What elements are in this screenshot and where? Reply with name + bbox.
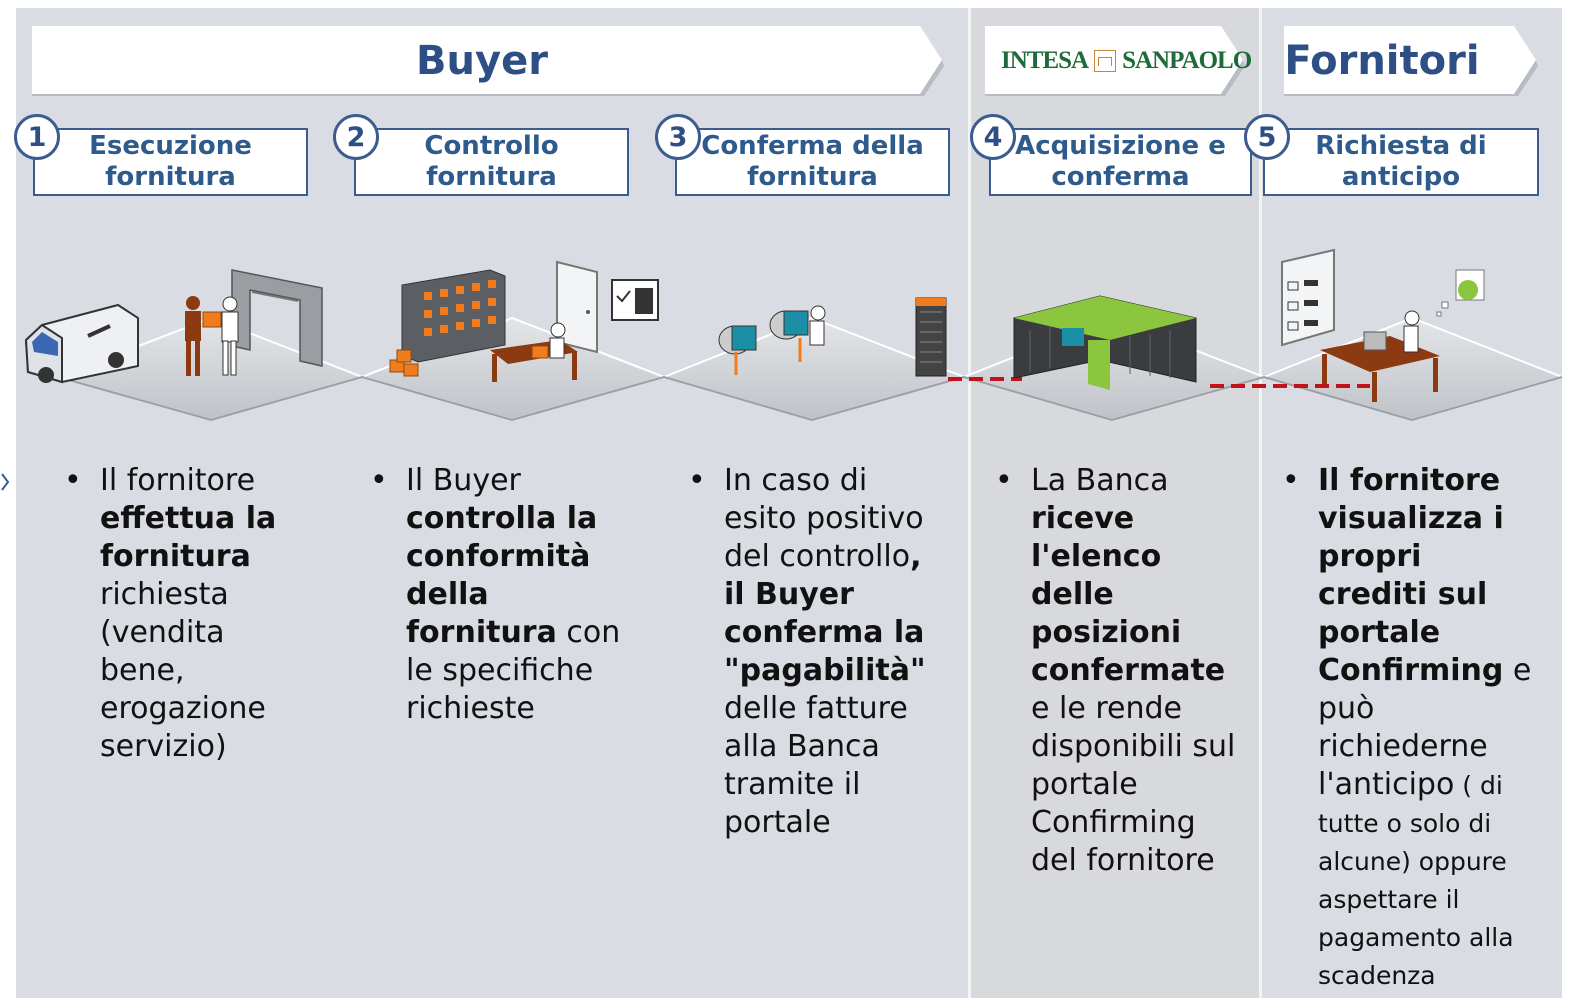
- bank-banner: INTESA SANPAOLO: [985, 26, 1252, 112]
- panel-divider: [968, 8, 971, 998]
- checklist-board-icon: [611, 279, 659, 321]
- step-5-number: 5: [1244, 114, 1290, 160]
- process-illustration: [24, 248, 1566, 422]
- desc-text: e può richiederne l'anticipo: [1318, 653, 1532, 802]
- step-5-box: Richiesta di anticipo: [1263, 128, 1539, 196]
- step-4-number: 4: [970, 114, 1016, 160]
- suppliers-title: Fornitori: [1284, 38, 1480, 84]
- desc-text-small: ( di tutte o solo di alcune) oppure aspe…: [1318, 771, 1514, 990]
- data-center-icon: [1013, 295, 1197, 390]
- bullet: •: [995, 463, 1013, 498]
- desc-text: La Banca: [1031, 463, 1169, 498]
- checklist-panel-icon: [1281, 248, 1335, 347]
- step-3-box: Conferma della fornitura: [675, 128, 950, 196]
- step-5-description: • Il fornitore visualizza i propri credi…: [1282, 462, 1540, 994]
- step-1-number: 1: [14, 114, 60, 160]
- floor-tiles: [54, 316, 1566, 422]
- step-4-description: • La Banca riceve l'elenco delle posizio…: [995, 462, 1247, 880]
- buyer-title: Buyer: [416, 38, 548, 84]
- desc-text: Il fornitore: [100, 463, 256, 498]
- buyer-banner: Buyer: [32, 26, 944, 112]
- warehouse-gate-icon: [231, 269, 323, 367]
- logo-text-right: SANPAOLO: [1122, 47, 1252, 74]
- step-2-description: • Il Buyer controlla la conformità della…: [370, 462, 646, 728]
- bullet: •: [688, 463, 706, 498]
- step-1-description: • Il fornitore effettua la fornitura ric…: [64, 462, 300, 766]
- step-3-description: • In caso di esito positivo del controll…: [688, 462, 939, 842]
- desc-text-bold: controlla la conformità della fornitura: [406, 501, 598, 650]
- door-icon: [556, 260, 598, 354]
- bullet: •: [64, 463, 82, 498]
- desc-text-bold: , il Buyer conferma la "pagabilità": [724, 539, 926, 688]
- desc-text: richiesta (vendita bene, erogazione serv…: [100, 577, 266, 764]
- step-4-box: Acquisizione e conferma: [989, 128, 1252, 196]
- logo-text-left: INTESA: [1001, 47, 1089, 74]
- desc-text: In caso di esito positivo del controllo: [724, 463, 924, 574]
- smiley-thought-icon: [1436, 269, 1485, 317]
- bank-logo-icon: [1094, 50, 1117, 72]
- panel-divider: [1259, 8, 1262, 998]
- desc-text: con le specifiche richieste: [406, 615, 621, 726]
- step-2-box: Controllo fornitura: [354, 128, 629, 196]
- supplier-desk-icon: [1320, 310, 1440, 402]
- bullet: •: [370, 463, 388, 498]
- desc-text-bold: Il fornitore visualizza i propri crediti…: [1318, 463, 1504, 688]
- server-tower-icon: [915, 297, 947, 377]
- left-edge-chevron-icon: [1, 473, 10, 491]
- step-1-box: Esecuzione fornitura: [33, 128, 308, 196]
- intesa-sanpaolo-logo: INTESA SANPAOLO: [1001, 47, 1252, 75]
- desc-text-bold: effettua la fornitura: [100, 501, 277, 574]
- computer-workstation-icon: [718, 305, 826, 375]
- storage-shelves-icon: [389, 269, 506, 377]
- desc-text: e le rende disponibili sul portale Confi…: [1031, 691, 1236, 878]
- desc-text-bold: riceve l'elenco delle posizioni conferma…: [1031, 501, 1226, 688]
- step-3-number: 3: [655, 114, 701, 160]
- desk-worker-icon: [490, 322, 578, 382]
- suppliers-banner: Fornitori: [1284, 26, 1540, 112]
- desc-text: Il Buyer: [406, 463, 521, 498]
- delivery-van-icon: [24, 303, 139, 384]
- step-2-number: 2: [333, 114, 379, 160]
- bullet: •: [1282, 463, 1300, 498]
- desc-text: delle fatture alla Banca tramite il port…: [724, 691, 908, 840]
- workers-icon: [185, 296, 239, 376]
